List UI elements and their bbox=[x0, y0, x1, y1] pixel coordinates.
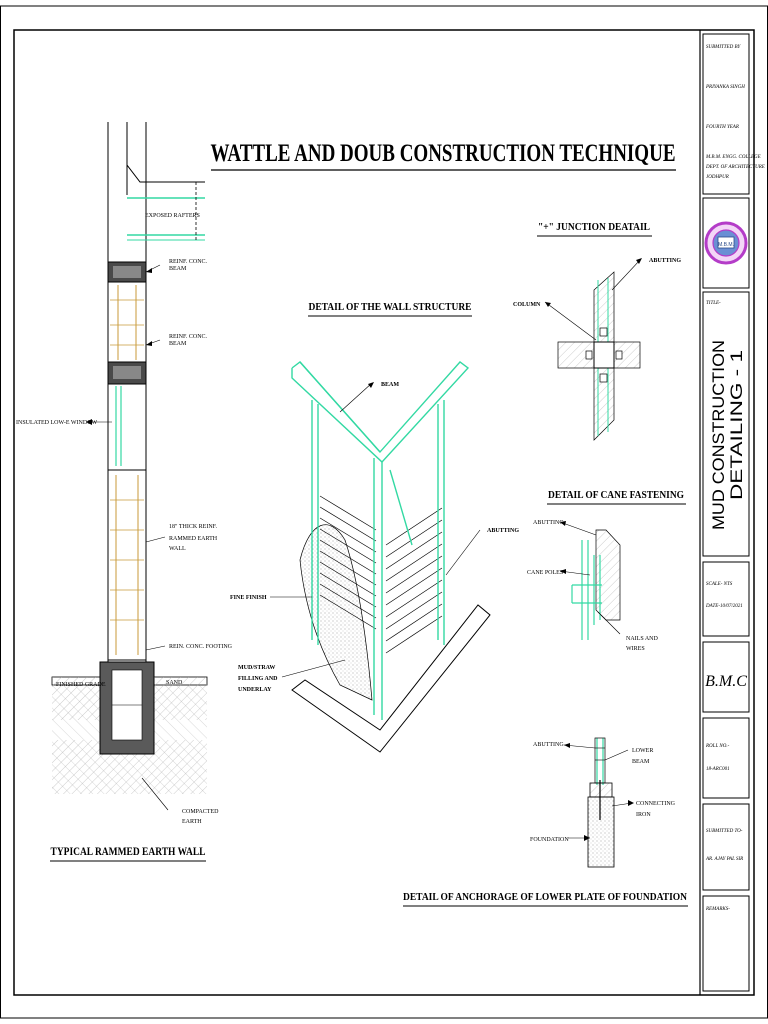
title-rammed-earth: TYPICAL RAMMED EARTH WALL bbox=[51, 844, 206, 858]
title-anchorage: DETAIL OF ANCHORAGE OF LOWER PLATE OF FO… bbox=[403, 891, 687, 903]
wall-structure-section: DETAIL OF THE WALL STRUCTURE bbox=[230, 301, 519, 753]
label-fine-finish: FINE FINISH bbox=[230, 595, 267, 601]
label-mud-c: UNDERLAY bbox=[238, 687, 272, 693]
tb-roll-label: ROLL NO.- bbox=[705, 744, 730, 749]
college-logo: M.B.M. bbox=[704, 221, 748, 265]
label-lower-a: LOWER bbox=[632, 748, 653, 754]
tb-class: FOURTH YEAR bbox=[705, 125, 739, 130]
label-nails-b: WIRES bbox=[626, 646, 645, 652]
tb-monogram: B.M.C bbox=[705, 673, 747, 690]
tb-college-b: DEPT. OF ARCHITECTURE bbox=[705, 165, 765, 170]
tb-submitted-by: SUBMITTED BY bbox=[706, 45, 742, 50]
label-sand: SAND bbox=[166, 680, 183, 686]
title-junction: "+" JUNCTION DEATAIL bbox=[538, 221, 650, 233]
sheet-title-2: DETAILING - 1 bbox=[727, 350, 746, 500]
rammed-earth-wall-section: EXPOSED RAFTERS REINF. CONC. BEAM REINF.… bbox=[16, 122, 233, 862]
label-wall-a: 18" THICK REINF. bbox=[169, 524, 218, 530]
label-beam2-a: REINF. CONC. bbox=[169, 334, 208, 340]
label-mud-b: FILLING AND bbox=[238, 676, 278, 682]
label-wall-c: WALL bbox=[169, 546, 186, 552]
tb-teacher: AR. AJAY PAL SIR bbox=[705, 857, 743, 862]
tb-college-c: JODHPUR bbox=[706, 175, 729, 180]
tb-roll-no: 18-ARC001 bbox=[706, 767, 730, 772]
inner-border bbox=[13, 29, 755, 996]
label-compacted: COMPACTED bbox=[182, 809, 219, 815]
label-anch-abutting: ABUTTING bbox=[533, 742, 564, 748]
tb-submitted-name: PRIYANKA SINGH bbox=[705, 85, 745, 90]
label-nails-a: NAILS AND bbox=[626, 636, 659, 642]
label-exposed-rafters: EXPOSED RAFTERS bbox=[145, 213, 200, 219]
label-beam1-a: REINF. CONC. bbox=[169, 259, 208, 265]
label-beam2-b: BEAM bbox=[169, 341, 187, 347]
sheet-title-1: MUD CONSTRUCTION bbox=[709, 340, 728, 530]
label-beam1-b: BEAM bbox=[169, 266, 187, 272]
tb-remarks: REMARKS- bbox=[705, 907, 730, 912]
cane-fastening-section: DETAIL OF CANE FASTENING ABUTTING CANE P… bbox=[527, 489, 686, 652]
label-window: INSULATED LOW-E WINDOW bbox=[16, 420, 98, 426]
tb-title-label: TITLE- bbox=[706, 301, 721, 306]
title-cane: DETAIL OF CANE FASTENING bbox=[548, 489, 684, 501]
tb-scale: SCALE- NTS bbox=[706, 582, 733, 587]
title-block: SUBMITTED BY PRIYANKA SINGH FOURTH YEAR … bbox=[702, 33, 765, 992]
logo-text: M.B.M. bbox=[718, 242, 734, 248]
label-cane-abutting: ABUTTING bbox=[533, 520, 564, 526]
label-lower-b: BEAM bbox=[632, 759, 650, 765]
label-mud-a: MUD/STRAW bbox=[238, 665, 275, 671]
main-title: WATTLE AND DOUB CONSTRUCTION TECHNIQUE bbox=[211, 140, 676, 167]
junction-section: "+" JUNCTION DEATAIL ABUTTING COLUMN bbox=[513, 221, 681, 441]
label-column: COLUMN bbox=[513, 302, 541, 308]
anchorage-section: ABUTTING LOWER BEAM CONNECTING IRON FOUN… bbox=[403, 737, 688, 907]
title-wall-structure: DETAIL OF THE WALL STRUCTURE bbox=[309, 301, 472, 313]
label-iron-b: IRON bbox=[636, 812, 651, 818]
label-earth: EARTH bbox=[182, 819, 202, 825]
label-finished-grade: FINISHED GRADE bbox=[56, 682, 106, 688]
label-footing: REIN. CONC. FOOTING bbox=[169, 644, 233, 650]
label-cane-poles: CANE POLES bbox=[527, 570, 563, 576]
tb-submitted-to: SUBMITTED TO- bbox=[706, 829, 743, 834]
label-junction-abutting: ABUTTING bbox=[649, 258, 681, 264]
label-iron-a: CONNECTING bbox=[636, 801, 676, 807]
label-wall-b: RAMMED EARTH bbox=[169, 536, 218, 542]
label-abutting: ABUTTING bbox=[487, 528, 519, 534]
tb-college-a: M.B.M. ENGG. COLLEGE bbox=[705, 155, 761, 160]
label-beam: BEAM bbox=[381, 382, 399, 388]
label-foundation: FOUNDATION bbox=[530, 837, 569, 843]
tb-date: DATE-10/07/2021 bbox=[705, 604, 743, 609]
